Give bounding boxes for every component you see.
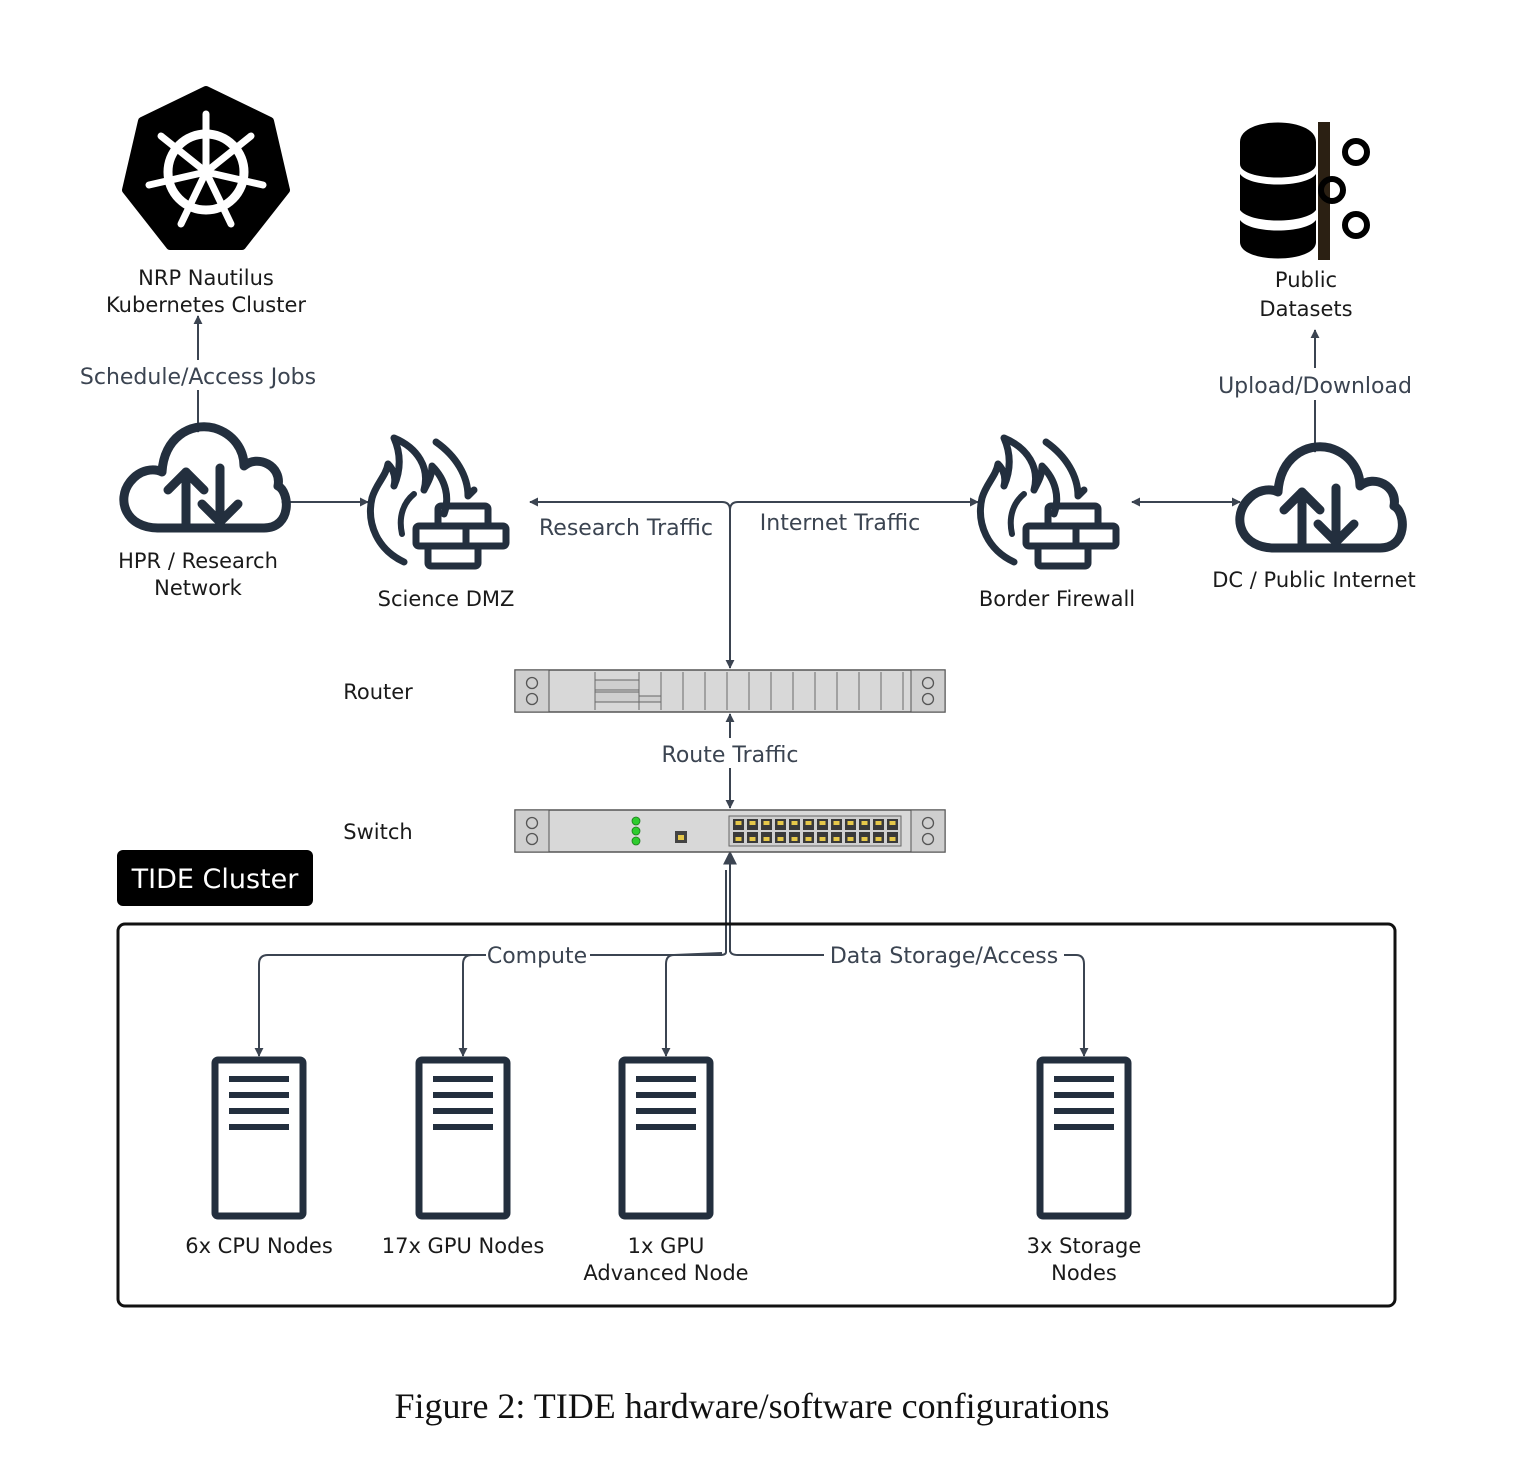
switch-label: Switch bbox=[343, 820, 412, 844]
gpu-nodes-label: 17x GPU Nodes bbox=[382, 1234, 545, 1258]
border-firewall-label: Border Firewall bbox=[979, 587, 1135, 611]
switch-port-light bbox=[819, 821, 826, 825]
switch-port-light bbox=[833, 821, 840, 825]
dc-internet-label: DC / Public Internet bbox=[1212, 568, 1415, 592]
switch-port-light bbox=[805, 821, 812, 825]
switch-port-light bbox=[777, 821, 784, 825]
switch-port-light bbox=[875, 821, 882, 825]
switch-port-light bbox=[847, 821, 854, 825]
label-research-traffic: Research Traffic bbox=[539, 516, 713, 541]
hpr-label-line2: Network bbox=[154, 576, 243, 600]
switch-port-light bbox=[791, 837, 798, 841]
switch-port-light bbox=[819, 837, 826, 841]
label-data-storage-access: Data Storage/Access bbox=[830, 944, 1058, 969]
switch-port-light bbox=[875, 837, 882, 841]
gpu-advanced-label-line2: Advanced Node bbox=[583, 1261, 748, 1285]
gpu-nodes-server-icon bbox=[419, 1060, 507, 1216]
cpu-nodes-label: 6x CPU Nodes bbox=[185, 1234, 333, 1258]
label-compute: Compute bbox=[487, 944, 587, 969]
switch-rack-icon bbox=[514, 809, 946, 853]
switch-port-light bbox=[763, 821, 770, 825]
tide-cluster-badge bbox=[117, 850, 313, 906]
storage-nodes-label-line1: 3x Storage bbox=[1027, 1234, 1142, 1258]
switch-port-light bbox=[861, 821, 868, 825]
switch-port-light bbox=[777, 837, 784, 841]
switch-port-light bbox=[889, 837, 896, 841]
label-internet-traffic: Internet Traffic bbox=[760, 511, 920, 536]
switch-port-light bbox=[889, 821, 896, 825]
gpu-advanced-server-icon bbox=[622, 1060, 710, 1216]
edge-labels: Schedule/Access Jobs Upload/Download Res… bbox=[66, 362, 1420, 969]
edge-compute-adv bbox=[661, 952, 723, 1057]
science-dmz-label: Science DMZ bbox=[378, 587, 515, 611]
switch-port-light bbox=[735, 837, 742, 841]
switch-port-light bbox=[805, 837, 812, 841]
switch-port-light bbox=[749, 837, 756, 841]
edge-internet-traffic bbox=[729, 497, 979, 520]
science-dmz-firewall-icon bbox=[370, 438, 506, 566]
nautilus-label-line1: NRP Nautilus bbox=[138, 266, 274, 290]
switch-port-light bbox=[861, 837, 868, 841]
edge-compute-gpu bbox=[458, 954, 473, 1057]
nautilus-label-line2: Kubernetes Cluster bbox=[106, 293, 306, 317]
figure-caption: Figure 2: TIDE hardware/software configu… bbox=[394, 1386, 1109, 1426]
switch-port-light bbox=[833, 837, 840, 841]
dc-cloud-icon bbox=[1240, 447, 1403, 548]
router-label: Router bbox=[343, 680, 413, 704]
border-firewall-icon bbox=[980, 438, 1116, 566]
cpu-nodes-server-icon bbox=[215, 1060, 303, 1216]
tide-cluster-boundary bbox=[116, 922, 1397, 1308]
hpr-cloud-icon bbox=[124, 427, 287, 528]
kubernetes-icon bbox=[122, 86, 290, 250]
public-datasets-label-line2: Datasets bbox=[1259, 297, 1352, 321]
label-route-traffic: Route Traffic bbox=[662, 743, 799, 768]
database-icon bbox=[1240, 122, 1370, 260]
label-upload-download: Upload/Download bbox=[1218, 374, 1412, 399]
router-rack-icon bbox=[514, 669, 946, 713]
hpr-label-line1: HPR / Research bbox=[118, 549, 278, 573]
switch-port-light bbox=[735, 821, 742, 825]
gpu-advanced-label-line1: 1x GPU bbox=[628, 1234, 705, 1258]
label-schedule-access-jobs: Schedule/Access Jobs bbox=[80, 365, 316, 390]
edge-storage bbox=[729, 949, 1089, 1057]
switch-port-light bbox=[763, 837, 770, 841]
switch-port-light bbox=[749, 821, 756, 825]
edges bbox=[193, 315, 1320, 1057]
storage-nodes-server-icon bbox=[1040, 1060, 1128, 1216]
switch-port-light bbox=[791, 821, 798, 825]
switch-port-light bbox=[847, 837, 854, 841]
tide-cluster-title: TIDE Cluster bbox=[131, 864, 300, 895]
public-datasets-label-line1: Public bbox=[1275, 268, 1337, 292]
edge-compute bbox=[254, 951, 727, 1057]
storage-nodes-label-line2: Nodes bbox=[1051, 1261, 1117, 1285]
